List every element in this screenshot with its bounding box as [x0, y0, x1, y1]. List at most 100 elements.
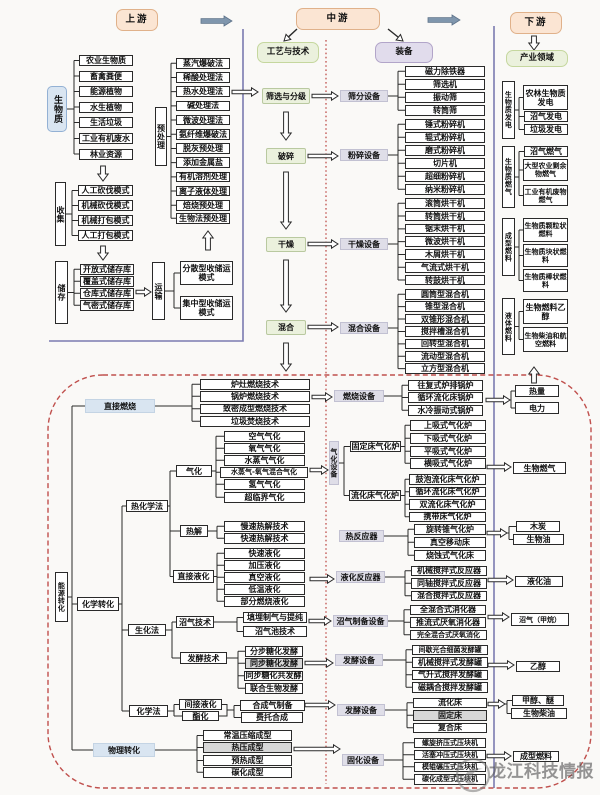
ig-2: 大型农业剩余物燃气: [523, 159, 568, 181]
bg-1: 填埋制气与提纯: [243, 612, 307, 623]
beq-thermo: 热反应器: [339, 530, 384, 542]
dry-4: 微波烘干机: [405, 236, 485, 247]
flow-arrow-right: [307, 150, 339, 162]
scr-1: 磁力除铁器: [405, 66, 485, 77]
pre-4: 碱处理法: [176, 100, 230, 112]
collect: 收集: [55, 182, 66, 246]
dry-7: 转鼓烘干机: [405, 274, 485, 286]
bp-2: 推流式厌氧消化器: [410, 617, 486, 628]
bracket: [388, 123, 405, 190]
sd-1: 螺旋挤压式压块机: [414, 737, 486, 748]
bio-law: 生化法: [128, 624, 166, 636]
fb-3: 复合床: [413, 722, 487, 733]
sto-3: 仓库式储存库: [80, 288, 134, 299]
col-4: 人工打包模式: [78, 230, 133, 241]
pre-12: 生物法预处理: [176, 213, 230, 224]
flow-arrow-right: [487, 698, 506, 710]
bracket: [227, 650, 245, 689]
fluid-bed: 流化床气化炉: [349, 490, 401, 501]
bn-3: 致密成型燃烧技术: [200, 403, 310, 414]
ph-2: 热压成型: [203, 742, 292, 753]
lq-3: 真空液化: [224, 572, 305, 583]
bn-4: 垃圾焚烧技术: [200, 416, 310, 427]
tr-3: 烧蚀式气化床: [414, 550, 486, 561]
flow-arrow-right: [307, 321, 339, 333]
fm-2: 同步糖化发酵: [245, 658, 303, 669]
biogas-t: 沼气技术: [176, 616, 214, 628]
eq-dry: 干燥设备: [340, 238, 388, 250]
thermo: 热化学法: [126, 500, 168, 512]
bracket: [388, 293, 405, 370]
bl-1: 往复式炉排锅炉: [408, 380, 483, 391]
bracket: [384, 384, 408, 411]
bl-3: 水冷振动式锅炉: [408, 405, 483, 416]
bracket: [507, 390, 515, 409]
lr-1: 机械搅拌式反应器: [411, 565, 487, 576]
flow-arrow-right: [304, 657, 334, 669]
flow-arrow-right: [485, 394, 511, 406]
flow-arrow-diag-head: [395, 33, 404, 42]
bg-2: 沼气池技术: [243, 626, 307, 637]
flow-arrow-down: [279, 342, 293, 372]
proc-2: 破碎: [266, 148, 306, 164]
cru-5: 超细粉碎机: [405, 171, 485, 182]
flow-arrow-diag: [387, 28, 399, 38]
pre-10: 离子液体处理: [176, 185, 230, 197]
watermark-text: 龙江科技情报: [489, 762, 594, 782]
flow-arrow-diag: [287, 28, 298, 38]
pretreat: 预处理: [155, 107, 167, 166]
ph-4: 碳化成型: [203, 767, 292, 778]
beq-gasif: 气化设备: [329, 441, 339, 485]
gs-3: 水蒸气气化: [224, 455, 305, 466]
store: 储存: [55, 261, 68, 324]
pre-3: 热水处理法: [176, 86, 230, 97]
sto-2: 覆盖式储存库: [80, 276, 134, 287]
flow-arrow-right: [486, 527, 508, 539]
bracket: [385, 570, 411, 597]
pre-8: 添加金属盐: [176, 157, 230, 168]
pre-2: 稀酸处理法: [176, 72, 230, 83]
fe-2: 机械搅拌式发酵罐: [412, 657, 488, 668]
fixed-bed: 固定床气化炉: [350, 441, 401, 452]
flow-arrow-down: [96, 165, 110, 182]
proc-1: 筛选与分级: [262, 88, 310, 104]
out-methanol: 甲醇、醚: [512, 695, 564, 706]
bracket: [503, 700, 512, 714]
eq-screen: 筛分设备: [340, 90, 388, 102]
gs-4: 水蒸气-氧气混合气化: [220, 467, 308, 478]
t-up: 上游: [116, 9, 158, 31]
t-equip: 装备: [375, 42, 433, 63]
chem: 化学转化: [77, 597, 119, 611]
flow-arrow-right: [308, 615, 332, 627]
fb-2: 固定床: [413, 710, 487, 721]
fx-3: 平吸式气化炉: [410, 446, 486, 457]
fm-1: 分步糖化发酵: [245, 646, 303, 657]
energy-conversion-dashed-border: [47, 374, 592, 789]
cru-3: 磨式粉碎机: [405, 145, 485, 156]
syn-2: 费托合成: [241, 712, 303, 723]
is-1: 生物质颗粒状燃料: [523, 218, 568, 242]
flow-arrow-right: [311, 90, 339, 102]
chem-law: 化学法: [129, 705, 168, 717]
sto-4: 气密式储存库: [80, 300, 134, 311]
beq-ferm1: 发酵设备: [335, 654, 383, 666]
bracket: [230, 705, 241, 718]
out-power: 电力: [515, 402, 559, 414]
out-liqoil: 液化油: [515, 576, 563, 587]
src-3: 能源植物: [79, 86, 133, 97]
flow-arrow-right: [486, 750, 512, 762]
flow-arrow-up: [201, 230, 215, 251]
fx-2: 下吸式气化炉: [410, 433, 486, 444]
bracket: [68, 405, 93, 751]
fl-4: 携带床气化炉: [409, 511, 486, 522]
src-2: 畜禽粪便: [79, 70, 133, 82]
src-5: 生活垃圾: [79, 117, 133, 128]
fe-3: 气升式搅拌发酵罐: [412, 669, 488, 680]
ph-3: 预热成型: [203, 755, 292, 766]
flow-arrow-diag-head: [283, 33, 292, 42]
fl-1: 鼓泡流化床气化炉: [409, 474, 486, 485]
ester: 酯化: [182, 711, 219, 721]
cru-6: 纳米粉碎机: [405, 184, 485, 195]
mix-7: 立方型混合机: [405, 363, 485, 374]
